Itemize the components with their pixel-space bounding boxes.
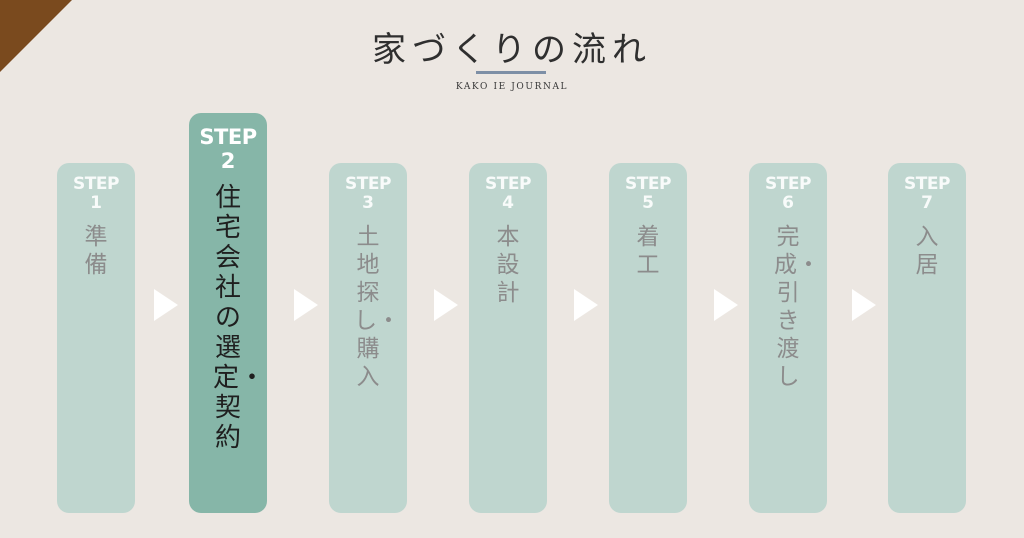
step-label: STEP	[199, 125, 257, 149]
title-underline	[476, 71, 546, 74]
step-card-6: STEP 6 完成・引き渡し	[749, 163, 827, 513]
step-card-4: STEP 4 本設計	[469, 163, 547, 513]
step-name: 入居	[915, 224, 939, 278]
step-name: 土地探し・購入	[354, 224, 400, 390]
page-title: 家づくりの流れ	[372, 30, 652, 70]
flow-arrow-icon	[574, 289, 598, 321]
step-name: 準備	[84, 224, 108, 278]
step-name: 完成・引き渡し	[774, 224, 820, 390]
step-label: STEP	[765, 174, 811, 194]
step-name: 着工	[636, 224, 660, 278]
step-number: 3	[362, 193, 374, 213]
step-number: 1	[90, 193, 102, 213]
page-subtitle: KAKO IE JOURNAL	[455, 82, 569, 92]
step-card-3: STEP 3 土地探し・購入	[329, 163, 407, 513]
step-label: STEP	[345, 174, 391, 194]
step-number: 6	[782, 193, 794, 213]
step-card-1: STEP 1 準備	[57, 163, 135, 513]
step-name: 本設計	[496, 224, 520, 306]
step-card-2: STEP 2 住宅会社の選定・契約	[189, 113, 267, 513]
step-label: STEP	[904, 174, 950, 194]
flow-arrow-icon	[852, 289, 876, 321]
flow-arrow-icon	[294, 289, 318, 321]
step-label: STEP	[485, 174, 531, 194]
step-number: 2	[220, 149, 236, 173]
step-name: 住宅会社の選定・契約	[213, 183, 266, 453]
flow-arrow-icon	[714, 289, 738, 321]
flow-arrow-icon	[154, 289, 178, 321]
step-label: STEP	[625, 174, 671, 194]
step-card-7: STEP 7 入居	[888, 163, 966, 513]
corner-triangle-decoration	[0, 0, 72, 72]
step-number: 7	[921, 193, 933, 213]
step-label: STEP	[73, 174, 119, 194]
step-number: 4	[502, 193, 514, 213]
flow-arrow-icon	[434, 289, 458, 321]
step-number: 5	[642, 193, 654, 213]
step-card-5: STEP 5 着工	[609, 163, 687, 513]
